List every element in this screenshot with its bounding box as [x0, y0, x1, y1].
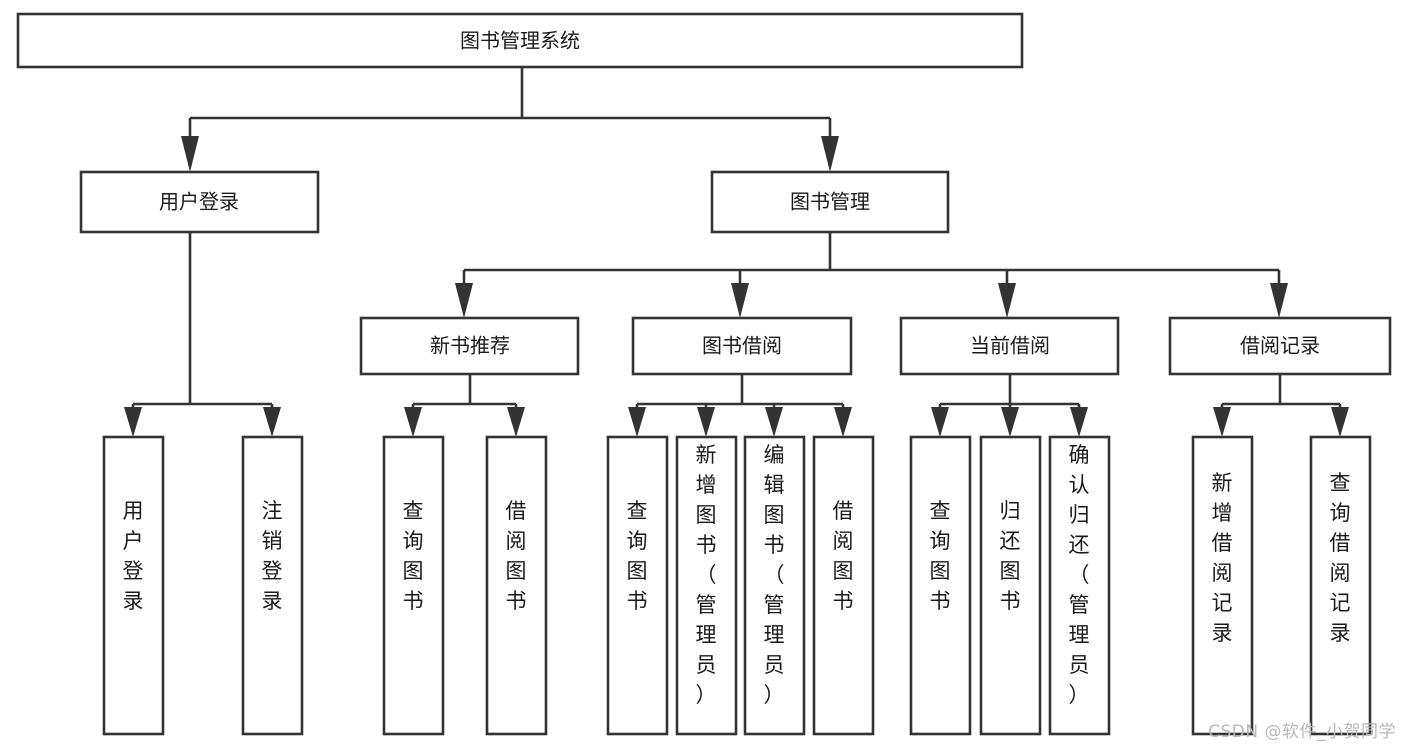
node-current-borrow-box[interactable] — [899, 316, 1120, 376]
leaf-node-query-book-newbook[interactable]: 查询图书 — [382, 435, 445, 736]
arrow-to-book-borrow — [731, 283, 749, 318]
node-root-system[interactable]: 图书管理系统 — [16, 12, 1024, 69]
node-current-borrow[interactable]: 当前借阅 — [899, 316, 1120, 376]
connector-layer — [124, 67, 1349, 437]
node-book-management-label: 图书管理 — [790, 190, 870, 214]
leaf-node-query-book-newbook-label: 查询图书 — [403, 499, 424, 613]
leaf-node-add-book-box[interactable] — [675, 435, 738, 736]
node-borrow-record[interactable]: 借阅记录 — [1168, 316, 1392, 376]
leaf-node-query-book-newbook-box[interactable] — [382, 435, 445, 736]
arrow-to-leaf-query-book-1 — [404, 407, 422, 437]
leaf-node-query-book-borrow-box[interactable] — [606, 435, 669, 736]
arrow-to-leaf-query-book-2 — [628, 407, 646, 437]
arrow-to-borrow-record — [1270, 283, 1288, 318]
leaf-node-borrow-book-borrow[interactable]: 借阅图书 — [812, 435, 875, 736]
arrow-to-leaf-confirm-return — [1070, 407, 1088, 437]
node-book-borrow-label: 图书借阅 — [702, 334, 782, 358]
leaf-node-query-book-current-label: 查询图书 — [930, 499, 951, 613]
arrow-to-leaf-query-record — [1331, 407, 1349, 437]
leaf-node-add-borrow-record[interactable]: 新增借阅记录 — [1191, 435, 1254, 736]
leaf-node-borrow-book-newbook[interactable]: 借阅图书 — [485, 435, 548, 736]
node-new-book-recommend[interactable]: 新书推荐 — [359, 316, 580, 376]
leaf-node-add-borrow-record-label: 新增借阅记录 — [1212, 471, 1233, 645]
node-root-system-label: 图书管理系统 — [460, 29, 580, 53]
arrow-to-leaf-return-book — [1001, 407, 1019, 437]
leaf-node-query-book-current-box[interactable] — [909, 435, 972, 736]
leaf-node-logout-box[interactable] — [241, 435, 304, 736]
node-user-login[interactable]: 用户登录 — [79, 170, 320, 234]
leaf-node-borrow-book-newbook-label: 借阅图书 — [506, 499, 527, 613]
leaf-node-edit-book[interactable]: 编辑图书（管理员） — [743, 435, 806, 736]
csdn-watermark: CSDN @软件_小贺同学 — [1208, 722, 1396, 742]
leaf-node-query-borrow-record-label: 查询借阅记录 — [1330, 471, 1351, 645]
leaf-node-confirm-return-label: 确认归还（管理员） — [1069, 443, 1090, 707]
leaf-node-add-book-label: 新增图书（管理员） — [696, 443, 717, 707]
arrow-to-leaf-logout — [263, 407, 281, 437]
node-book-borrow-box[interactable] — [631, 316, 853, 376]
arrow-to-leaf-borrow-book-1 — [507, 407, 525, 437]
leaf-node-user-login-box[interactable] — [102, 435, 165, 736]
leaf-node-add-book[interactable]: 新增图书（管理员） — [675, 435, 738, 736]
arrow-to-user-login — [181, 136, 199, 172]
arrow-to-leaf-add-book — [697, 407, 715, 437]
leaf-node-return-book-box[interactable] — [979, 435, 1042, 736]
leaf-node-query-book-current[interactable]: 查询图书 — [909, 435, 972, 736]
arrow-to-leaf-add-record — [1213, 407, 1231, 437]
leaf-node-edit-book-box[interactable] — [743, 435, 806, 736]
arrow-to-new-book-rec — [455, 283, 473, 318]
node-root-system-box[interactable] — [16, 12, 1024, 69]
node-book-management[interactable]: 图书管理 — [710, 170, 950, 234]
node-book-management-box[interactable] — [710, 170, 950, 234]
leaf-node-user-login-label: 用户登录 — [123, 499, 144, 613]
leaf-node-logout-label: 注销登录 — [262, 499, 283, 613]
leaf-node-confirm-return[interactable]: 确认归还（管理员） — [1048, 435, 1111, 736]
leaf-node-query-book-borrow[interactable]: 查询图书 — [606, 435, 669, 736]
leaf-node-query-borrow-record-box[interactable] — [1309, 435, 1372, 736]
leaf-node-query-borrow-record[interactable]: 查询借阅记录 — [1309, 435, 1372, 736]
node-user-login-label: 用户登录 — [159, 190, 239, 214]
node-user-login-box[interactable] — [79, 170, 320, 234]
leaf-node-return-book-label: 归还图书 — [1000, 499, 1021, 613]
leaf-node-add-borrow-record-box[interactable] — [1191, 435, 1254, 736]
arrow-to-book-mgmt — [821, 136, 839, 172]
leaf-node-return-book[interactable]: 归还图书 — [979, 435, 1042, 736]
arrow-to-leaf-user-login — [124, 407, 142, 437]
leaf-node-borrow-book-borrow-label: 借阅图书 — [833, 499, 854, 613]
leaf-node-borrow-book-borrow-box[interactable] — [812, 435, 875, 736]
node-book-borrow[interactable]: 图书借阅 — [631, 316, 853, 376]
arrow-to-leaf-borrow-book-2 — [834, 407, 852, 437]
node-borrow-record-label: 借阅记录 — [1240, 334, 1320, 358]
node-new-book-recommend-box[interactable] — [359, 316, 580, 376]
leaf-node-edit-book-label: 编辑图书（管理员） — [764, 443, 785, 707]
arrow-to-leaf-query-book-3 — [931, 407, 949, 437]
node-new-book-recommend-label: 新书推荐 — [430, 334, 510, 358]
leaf-node-confirm-return-box[interactable] — [1048, 435, 1111, 736]
arrow-to-current-borrow — [998, 283, 1016, 318]
arrow-to-leaf-edit-book — [765, 407, 783, 437]
leaf-node-logout[interactable]: 注销登录 — [241, 435, 304, 736]
node-borrow-record-box[interactable] — [1168, 316, 1392, 376]
leaf-node-query-book-borrow-label: 查询图书 — [627, 499, 648, 613]
node-current-borrow-label: 当前借阅 — [970, 334, 1050, 358]
leaf-node-borrow-book-newbook-box[interactable] — [485, 435, 548, 736]
leaf-node-user-login[interactable]: 用户登录 — [102, 435, 165, 736]
